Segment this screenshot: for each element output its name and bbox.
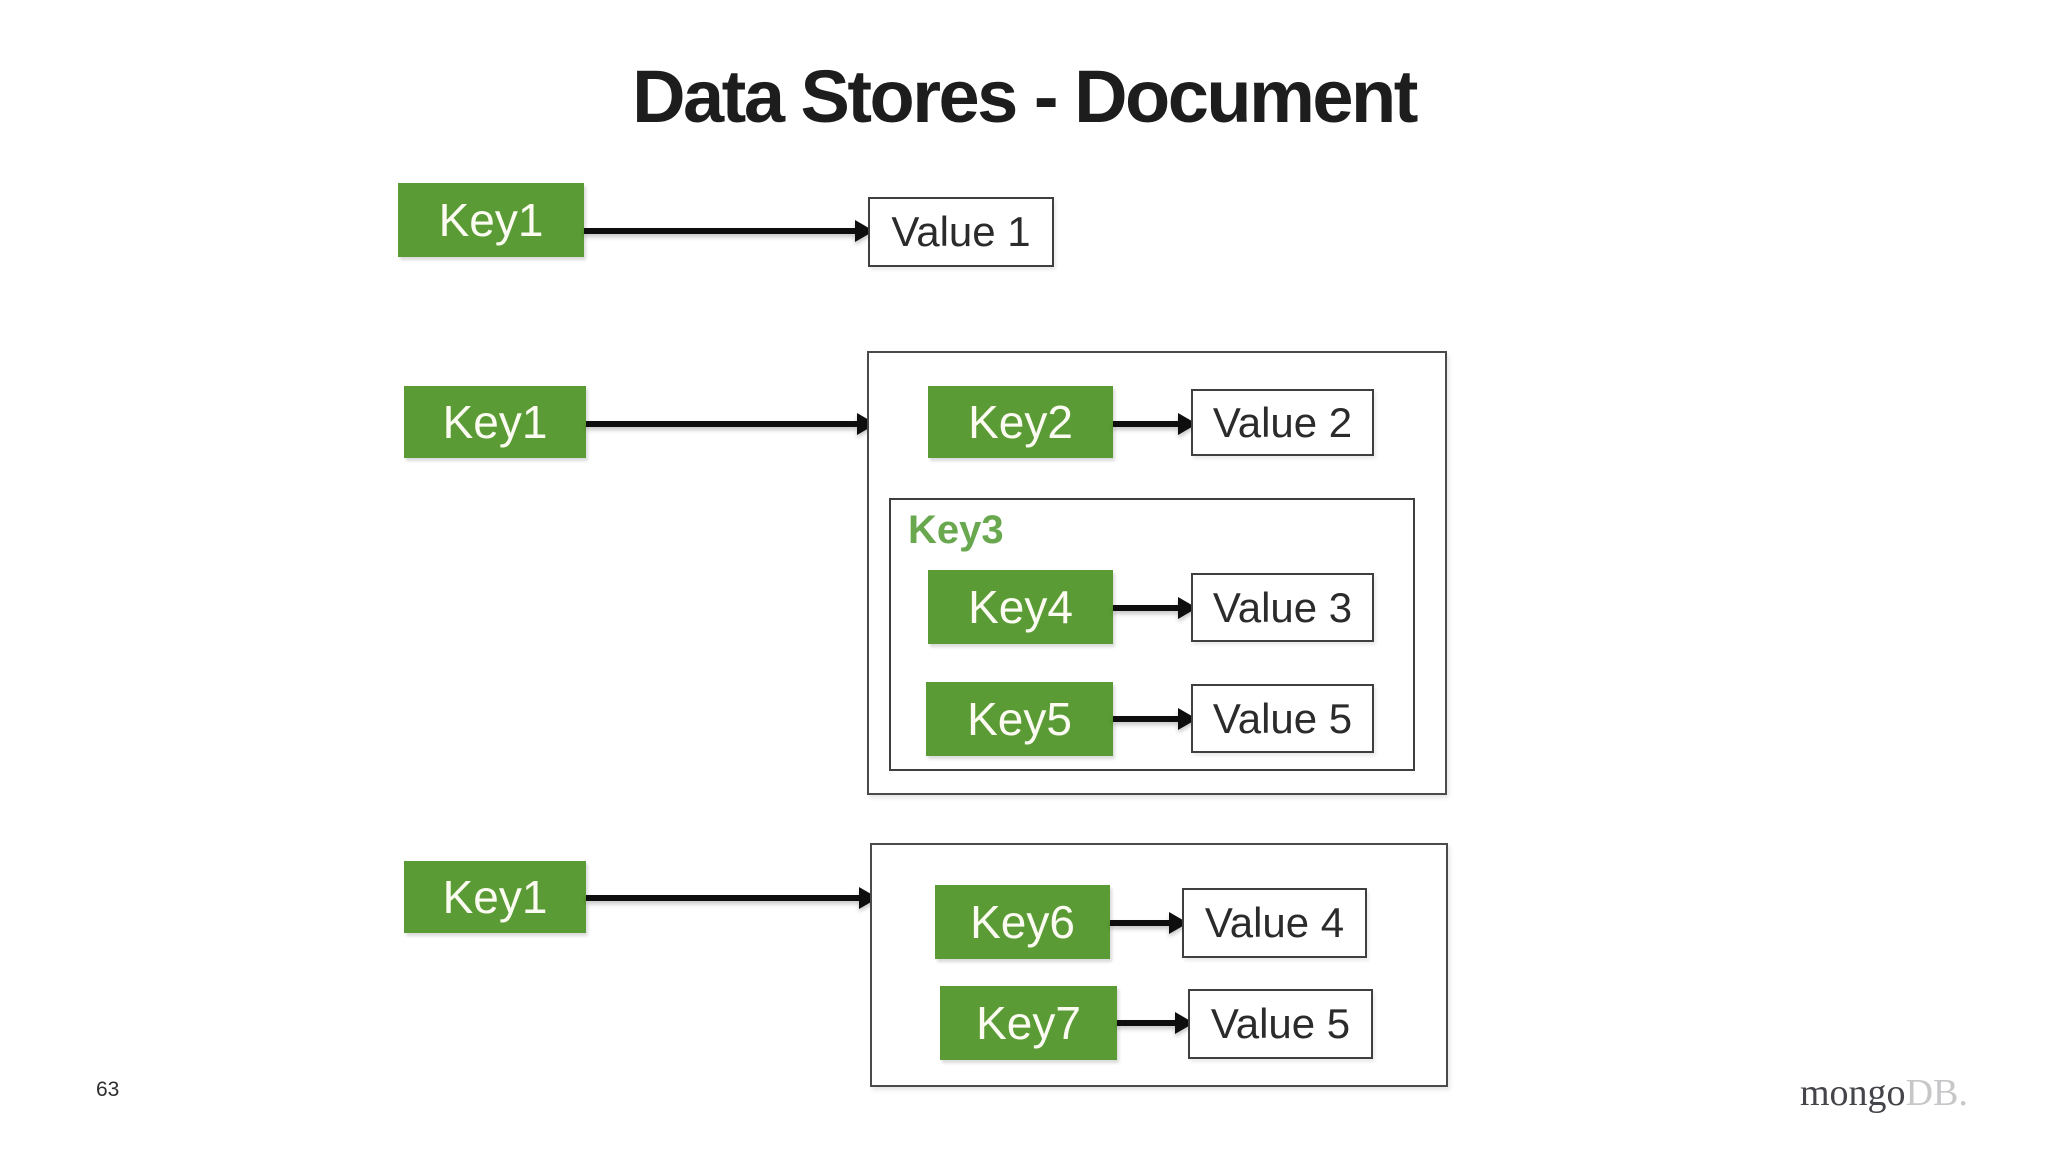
value4-box: Value 4: [1182, 888, 1367, 958]
arrow-shaft: [1110, 920, 1169, 926]
key7-box: Key7: [940, 986, 1117, 1060]
value5-box-nested: Value 5: [1191, 684, 1374, 753]
key1-box-row1: Key1: [398, 183, 584, 257]
logo-text-mongo: mongo: [1800, 1072, 1906, 1114]
value3-box: Value 3: [1191, 573, 1374, 642]
arrow-key7-to-value5: [1117, 1012, 1194, 1034]
arrow-key2-to-value2: [1113, 413, 1197, 435]
arrow-key1-to-value1: [584, 220, 874, 242]
arrow-shaft: [1113, 716, 1178, 722]
value1-box: Value 1: [868, 197, 1054, 267]
arrow-key5-to-value5: [1113, 708, 1197, 730]
arrow-shaft: [584, 228, 855, 234]
arrow-shaft: [1113, 421, 1178, 427]
page-number: 63: [96, 1078, 120, 1101]
key3-label: Key3: [908, 508, 1004, 552]
arrow-key4-to-value3: [1113, 597, 1197, 619]
value5-box-bottom: Value 5: [1188, 989, 1373, 1059]
mongodb-logo: mongoDB.: [1800, 1074, 1968, 1112]
value2-box: Value 2: [1191, 389, 1374, 456]
logo-period: .: [1958, 1072, 1968, 1114]
key4-box: Key4: [928, 570, 1113, 644]
key5-box: Key5: [926, 682, 1113, 756]
arrow-shaft: [586, 895, 859, 901]
logo-text-db: DB: [1905, 1072, 1959, 1114]
arrow-shaft: [586, 421, 857, 427]
arrow-shaft: [1113, 605, 1178, 611]
key6-box: Key6: [935, 885, 1110, 959]
slide-title: Data Stores - Document: [632, 55, 1418, 138]
arrow-key1-to-group3: [586, 887, 878, 909]
key1-box-row2: Key1: [404, 386, 586, 458]
arrow-shaft: [1117, 1020, 1175, 1026]
arrow-key6-to-value4: [1110, 912, 1188, 934]
key2-box: Key2: [928, 386, 1113, 458]
key1-box-row3: Key1: [404, 861, 586, 933]
arrow-key1-to-group2: [586, 413, 876, 435]
